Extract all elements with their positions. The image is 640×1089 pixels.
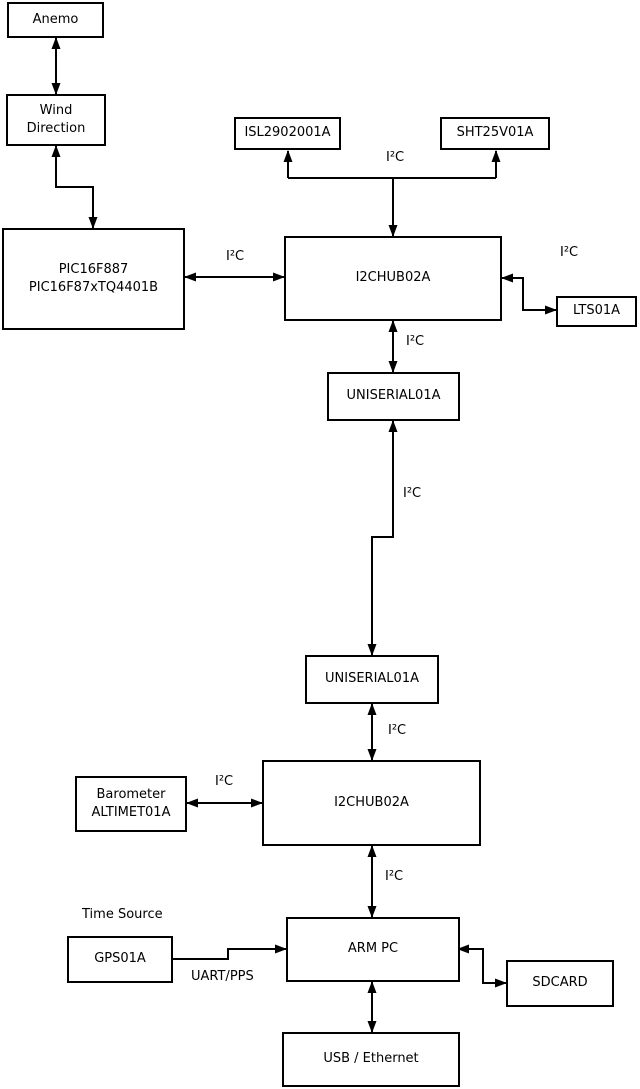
node-uniserial01a-top: UNISERIAL01A [327,372,460,421]
edge-label-i2c-hub2-armpc: I²C [385,869,404,884]
node-i2chub02a-top: I2CHUB02A [284,236,502,321]
node-pic16f887: PIC16F887 PIC16F87xTQ4401B [2,228,185,330]
node-anemo: Anemo [7,2,104,38]
edge-label-i2c-barometer-hub2: I²C [215,774,234,789]
edge-label-i2c-pic-hub: I²C [226,249,245,264]
edge-label-uart-pps: UART/PPS [191,969,254,984]
edge-armpc-sdcard [457,944,507,988]
node-barometer-altimet01a: Barometer ALTIMET01A [75,776,187,832]
edge-uniserial-top-uniserial-bottom [367,420,398,656]
edge-label-i2c-long-link: I²C [403,486,422,501]
edge-i2chub-top-lts [501,273,557,315]
node-arm-pc: ARM PC [286,917,460,982]
node-wind-direction: Wind Direction [6,94,106,146]
node-lts01a: LTS01A [556,296,637,327]
node-uniserial01a-bottom: UNISERIAL01A [305,655,439,704]
node-usb-ethernet: USB / Ethernet [282,1032,460,1087]
node-sht25v01a: SHT25V01A [440,117,550,150]
node-isl2902001a: ISL2902001A [234,117,341,150]
edge-gps-armpc [173,944,287,960]
edge-label-i2c-hub-lts: I²C [560,245,579,260]
edge-label-i2c-bus: I²C [386,150,405,165]
edge-winddirection-pic [51,145,98,229]
edge-label-i2c-hub-uniserial: I²C [406,334,425,349]
node-sdcard: SDCARD [506,960,614,1007]
edge-label-i2c-uniserial-hub2: I²C [388,723,407,738]
annotation-time-source: Time Source [82,907,163,922]
node-gps01a: GPS01A [67,936,173,983]
node-i2chub02a-bottom: I2CHUB02A [262,760,481,846]
